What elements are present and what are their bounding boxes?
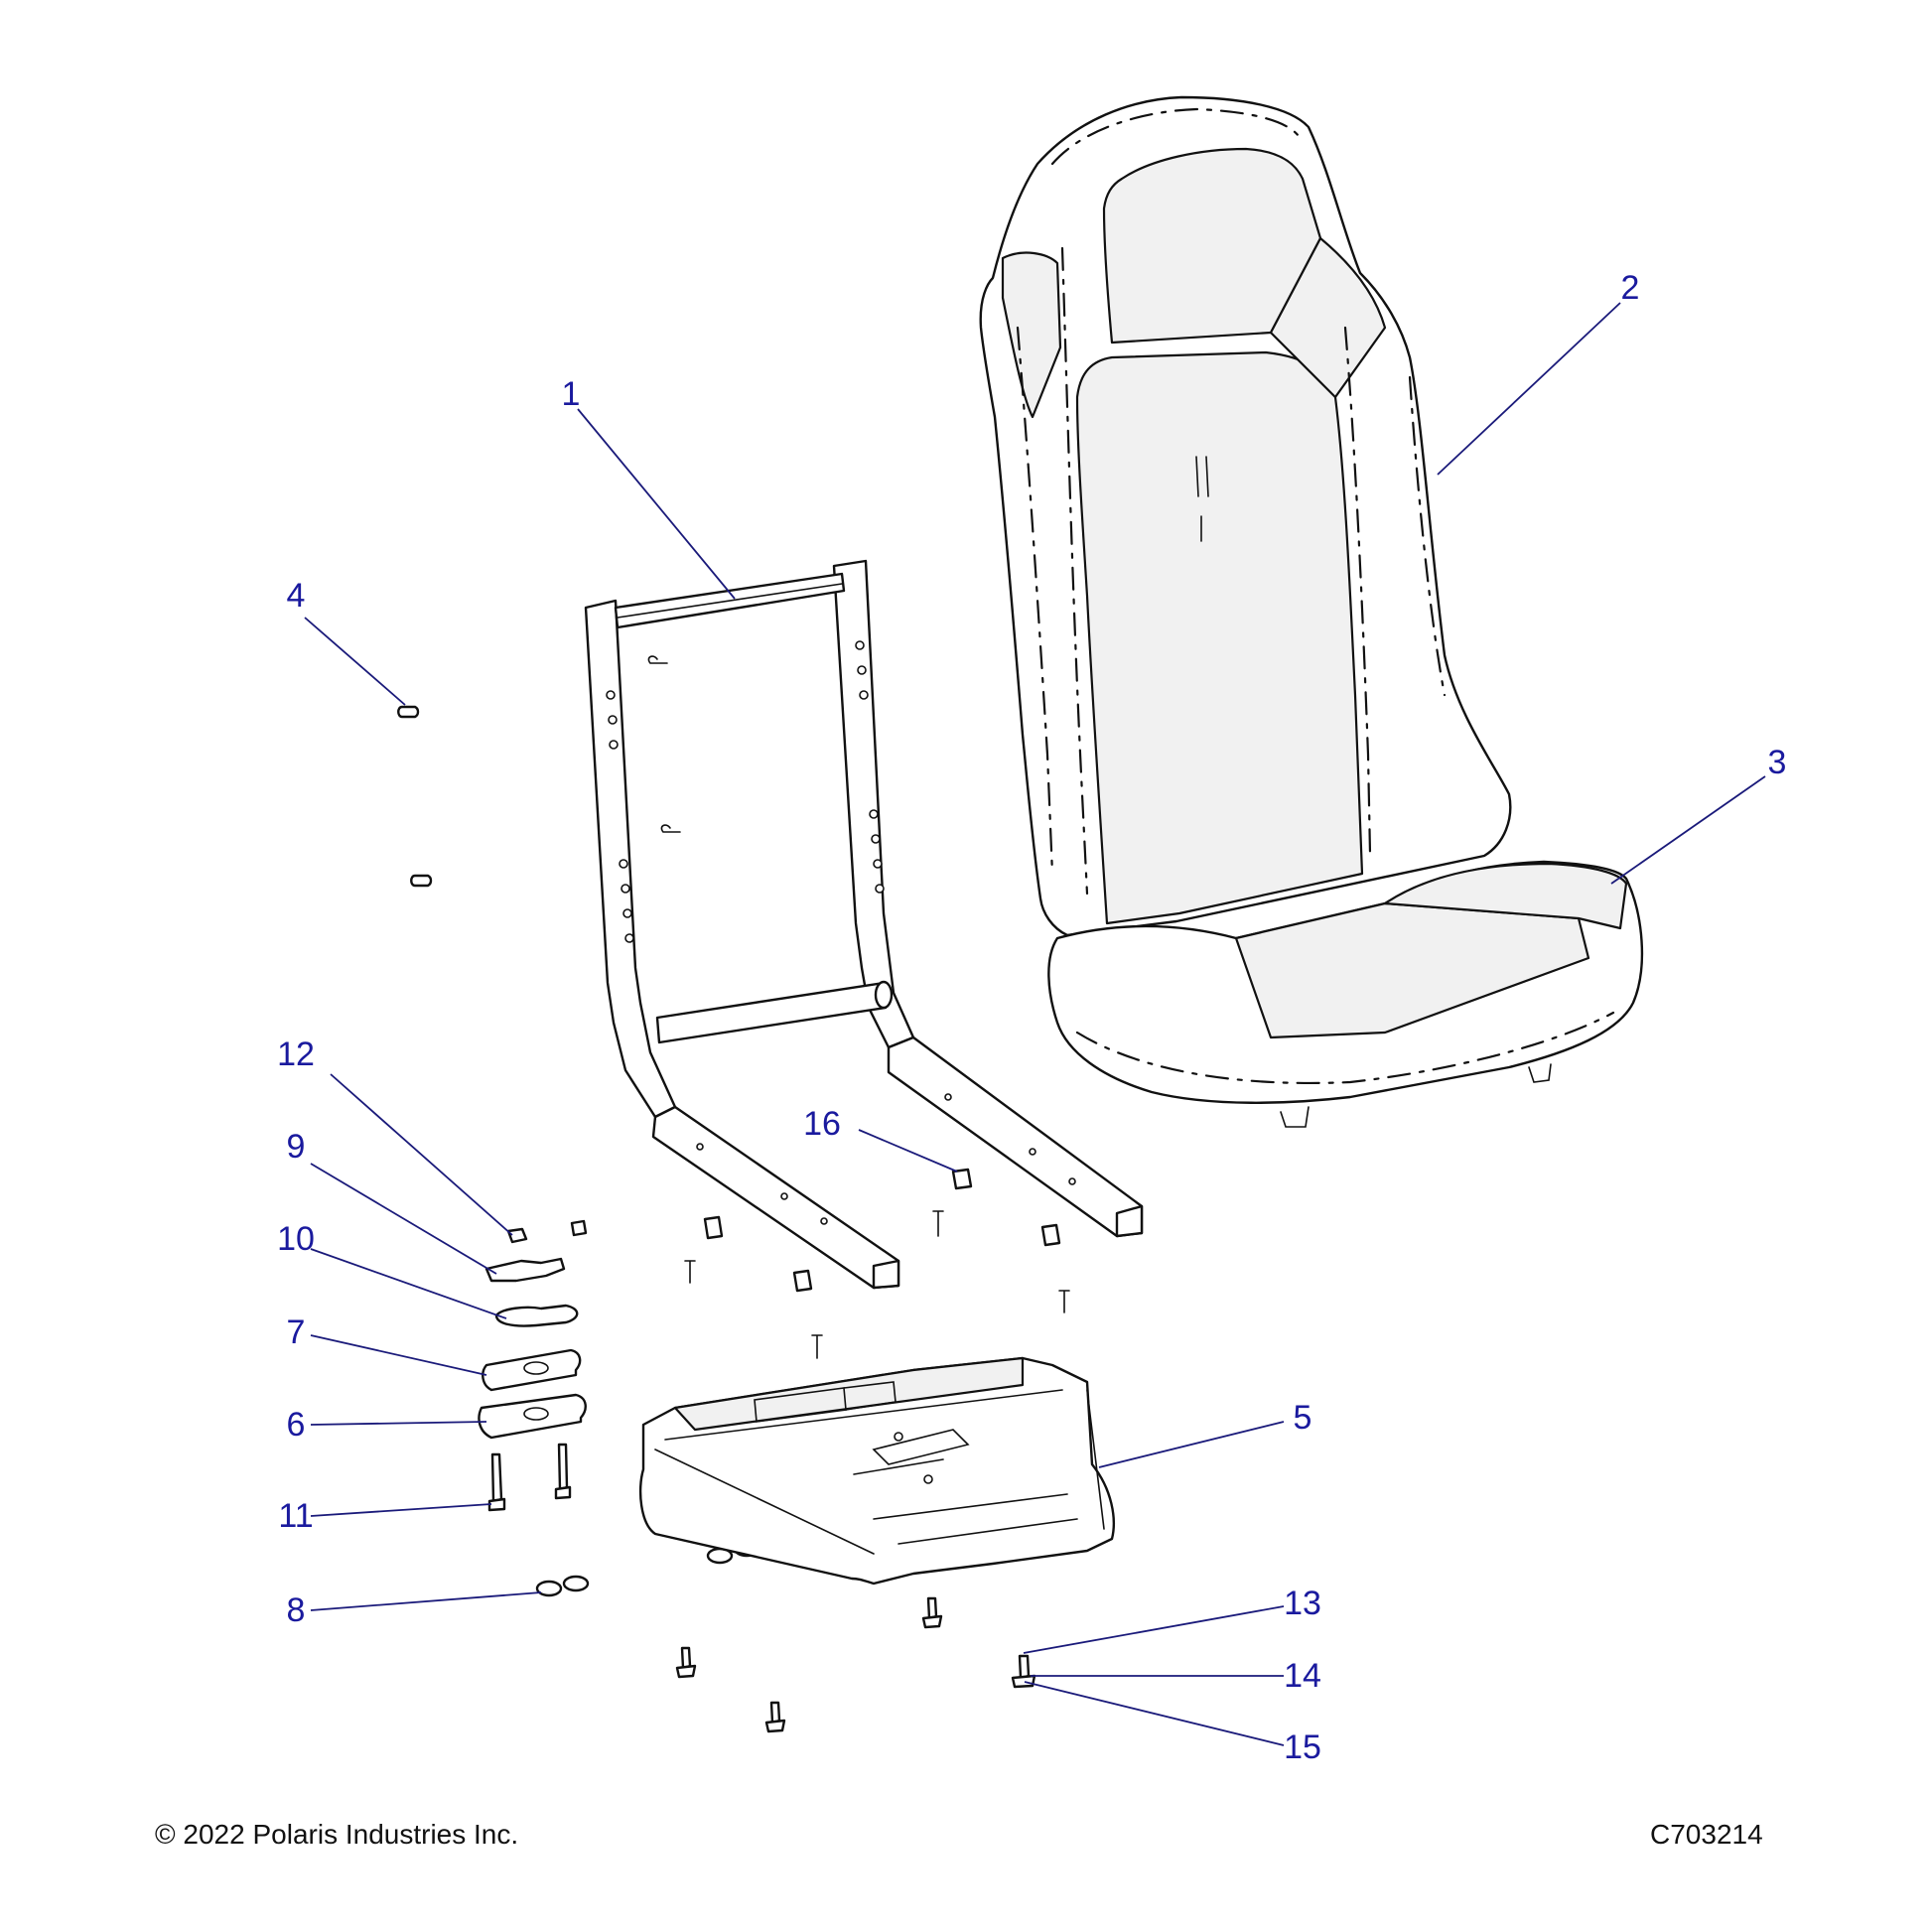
leader-lines [304,302,1766,1746]
callout-15: 15 [1284,1728,1321,1766]
seat-right-bolster [1269,236,1387,399]
hardware [397,705,1070,1733]
callout-4: 4 [286,577,306,615]
seat-frame [584,559,1144,1290]
drawing-number: C703214 [1650,1819,1763,1850]
seat-back-panel [1075,350,1364,925]
callout-8: 8 [286,1591,306,1629]
callout-16: 16 [803,1105,841,1143]
part-10-spring-clip [494,1304,579,1327]
seat-left-wing [1001,251,1062,419]
callout-13: 13 [1284,1585,1321,1622]
copyright-notice: © 2022 Polaris Industries Inc. [155,1819,519,1850]
seat-assembly [979,95,1644,1128]
callout-10: 10 [277,1220,315,1258]
frame-middle-crossbar [655,981,888,1044]
part-12-nut [506,1227,528,1244]
callout-2: 2 [1620,269,1640,307]
callout-14: 14 [1284,1657,1321,1695]
frame-right-upright [832,559,915,1049]
callout-7: 7 [286,1313,306,1351]
part-9-latch [484,1257,566,1283]
callout-9: 9 [286,1128,306,1166]
callout-5: 5 [1293,1399,1312,1437]
seat-base-tray [638,1356,1115,1586]
callout-11: 11 [278,1497,314,1535]
callout-6: 6 [286,1406,306,1444]
seat-side-bolster [1383,862,1628,930]
callout-1: 1 [561,375,581,413]
callout-12: 12 [277,1035,315,1073]
callout-3: 3 [1767,744,1787,781]
